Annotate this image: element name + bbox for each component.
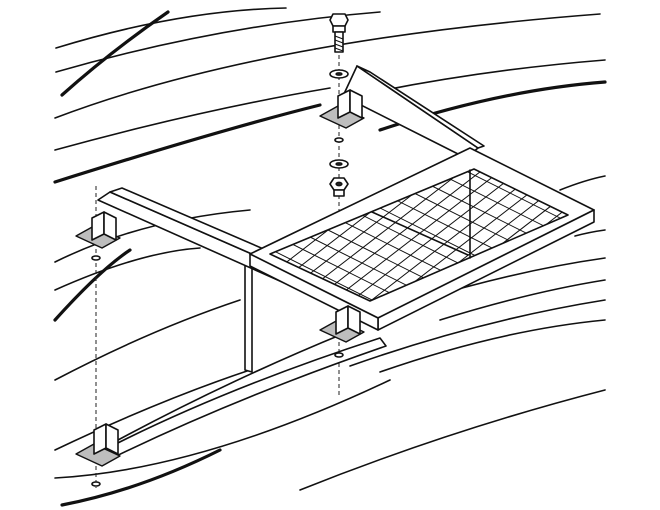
curved-roof-panels [53, 7, 607, 507]
hex-nut [329, 177, 349, 197]
bolt-holes [91, 137, 344, 487]
washer-top [329, 69, 349, 79]
crossbar-beam [342, 65, 485, 159]
lower-rail-beam [99, 332, 387, 463]
support-bracket-top [319, 89, 365, 129]
support-bracket-mid [319, 305, 365, 343]
washer-bottom [329, 159, 349, 169]
support-bracket-left [75, 211, 121, 249]
mesh-grate-platform [249, 147, 595, 331]
vertical-post [244, 264, 253, 373]
hex-bolt [329, 13, 349, 53]
support-bracket-bottom [75, 423, 121, 467]
